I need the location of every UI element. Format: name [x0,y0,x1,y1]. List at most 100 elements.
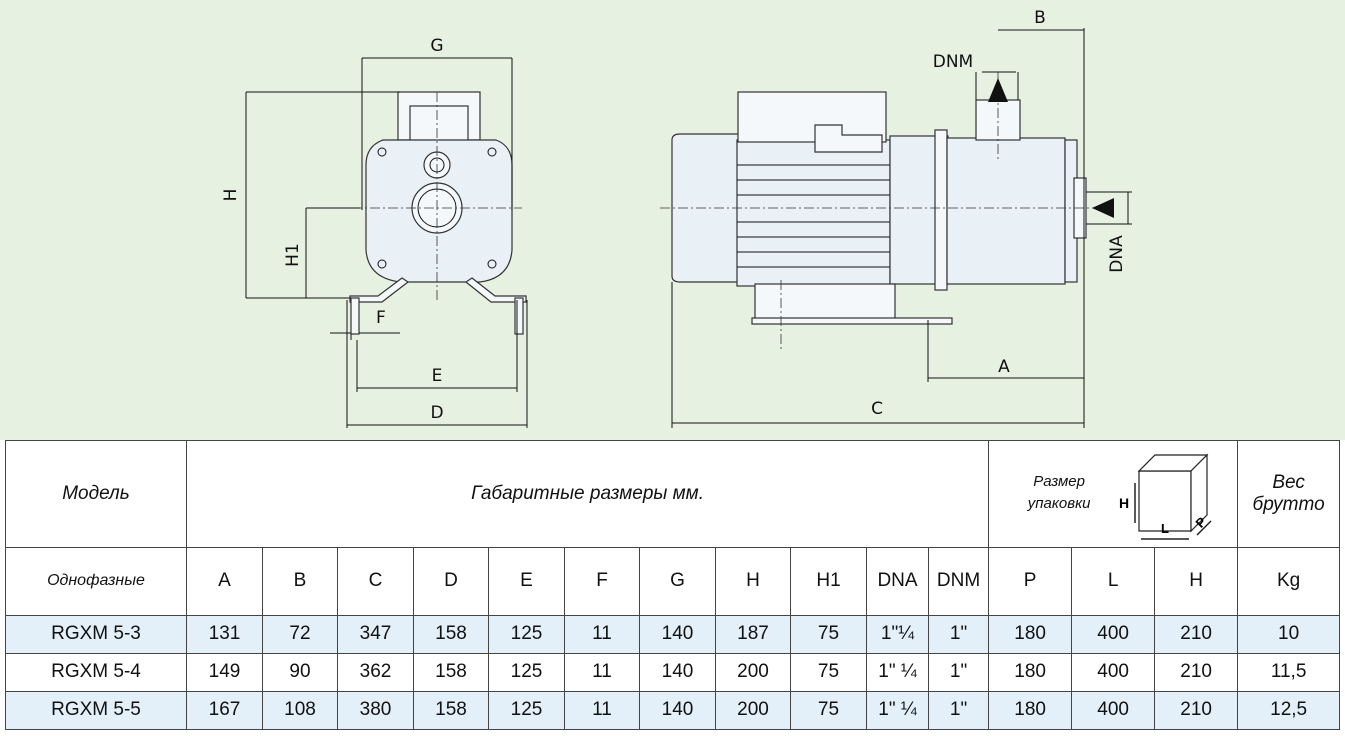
table-cell: 125 [488,690,565,731]
label-F: F [376,308,386,328]
table-cell: 1" ¼ [866,690,929,731]
table-row: RGXM 5-4 149 90 362 158 125 11 140 200 7… [5,652,1341,692]
pump-stages [946,137,1066,285]
table-row: RGXM 5-5 167 108 380 158 125 11 140 200 … [5,690,1341,731]
table-cell: 158 [413,690,489,731]
table-cell: 10 [1237,614,1341,654]
table-cell: 125 [488,614,565,654]
col-header-D: D [413,547,489,616]
table-cell: 180 [988,614,1073,654]
table-cell: 1" [927,690,990,731]
front-right-foot [464,277,527,303]
front-left-foot [349,277,410,303]
table-cell: 400 [1071,690,1156,731]
table-cell: 75 [790,652,867,692]
table-header-row: Модель Габаритные размеры мм. Размер упа… [5,439,1341,549]
table-cell: 140 [639,690,716,731]
technical-drawing-panel: G H H1 F E D [0,0,1345,440]
table-cell: 400 [1071,652,1156,692]
side-view: B DNM DNA A C [660,8,1132,428]
label-E: E [432,366,443,386]
table-cell: 200 [715,652,791,692]
header-package-size: Размер упаковки H L P [988,439,1239,549]
table-cell: 200 [715,690,791,731]
subheader-phase: Однофазные [5,547,187,616]
table-cell: 1" ¼ [866,652,929,692]
label-D: D [430,403,443,423]
table-cell: 210 [1154,690,1239,731]
package-icon-H: H [1119,495,1129,511]
col-header-E: E [488,547,565,616]
table-cell: 108 [262,690,338,731]
table-cell: 131 [186,614,263,654]
table-subheader-row: Однофазные A B C D E F G H H1 DNA DNM P … [5,547,1341,616]
table-cell: 1"¼ [866,614,929,654]
front-view: G H H1 F E D [221,36,528,428]
table-cell: 140 [639,614,716,654]
table-cell: 362 [337,652,414,692]
col-header-DNM: DNM [927,547,990,616]
table-row: RGXM 5-3 131 72 347 158 125 11 140 187 7… [5,614,1341,654]
table-cell: 75 [790,614,867,654]
col-header-B: B [262,547,338,616]
col-header-A: A [186,547,263,616]
header-package-line1: Размер [1033,473,1085,490]
package-icon-L: L [1161,521,1169,536]
table-cell: 11,5 [1237,652,1341,692]
table-cell: 210 [1154,652,1239,692]
col-header-H: H [715,547,791,616]
table-cell: 167 [186,690,263,731]
label-A: A [998,357,1010,377]
col-header-L: L [1071,547,1156,616]
table-cell: 187 [715,614,791,654]
label-DNM: DNM [933,52,973,72]
row-model: RGXM 5-3 [5,614,187,654]
col-header-F: F [564,547,640,616]
package-box-icon: H L P [1119,453,1212,540]
col-header-DNA: DNA [866,547,929,616]
table-cell: 210 [1154,614,1239,654]
table-cell: 400 [1071,614,1156,654]
row-model: RGXM 5-4 [5,652,187,692]
table-cell: 180 [988,652,1073,692]
label-G: G [430,36,443,56]
table-cell: 140 [639,652,716,692]
table-cell: 347 [337,614,414,654]
table-cell: 90 [262,652,338,692]
label-H1: H1 [283,243,303,267]
table-cell: 158 [413,614,489,654]
col-header-G: G [639,547,716,616]
header-model: Модель [5,439,187,549]
table-cell: 1" [927,614,990,654]
pump-drawing: G H H1 F E D [221,8,1132,428]
table-cell: 11 [564,690,640,731]
col-header-C: C [337,547,414,616]
terminal-box [737,91,887,143]
table-cell: 180 [988,690,1073,731]
table-cell: 11 [564,652,640,692]
table-cell: 12,5 [1237,690,1341,731]
table-cell: 380 [337,690,414,731]
dimensions-table: Модель Габаритные размеры мм. Размер упа… [5,439,1341,731]
motor-body [736,139,891,287]
table-cell: 72 [262,614,338,654]
col-header-P: P [988,547,1073,616]
col-header-Kg: Kg [1237,547,1341,616]
header-weight-line1: Вес [1272,472,1305,494]
header-weight-line2: брутто [1252,494,1325,516]
label-B: B [1034,8,1046,28]
label-DNA: DNA [1107,235,1127,273]
table-cell: 158 [413,652,489,692]
header-dimensions: Габаритные размеры мм. [185,439,990,549]
header-package-line2: упаковки [1027,495,1091,512]
header-weight: Вес брутто [1237,439,1341,549]
row-model: RGXM 5-5 [5,690,187,731]
table-cell: 75 [790,690,867,731]
front-outlet-neck [409,105,469,143]
motor-base [754,283,896,323]
col-header-package-H: H [1154,547,1239,616]
outlet-port [975,99,1021,141]
label-H: H [221,189,241,202]
table-cell: 149 [186,652,263,692]
col-header-H1: H1 [790,547,867,616]
